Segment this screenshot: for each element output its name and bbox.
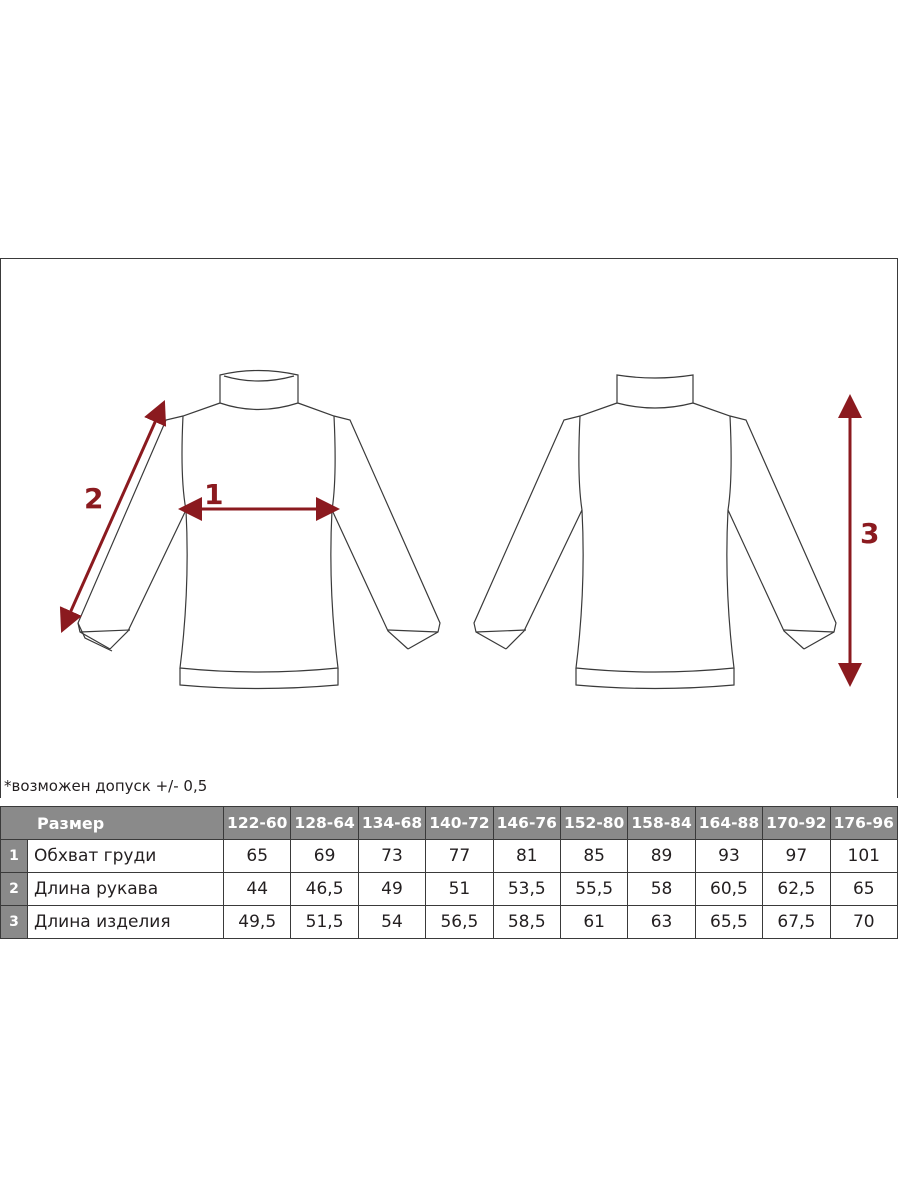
row-label: Обхват груди <box>26 839 225 873</box>
size-column-header: 176-96 <box>829 806 899 840</box>
size-column-header: 128-64 <box>290 806 359 840</box>
table-cell: 62,5 <box>762 872 831 906</box>
table-cell: 61 <box>559 905 629 939</box>
table-cell: 73 <box>357 839 427 873</box>
table-cell: 65 <box>223 839 292 873</box>
size-column-header: 170-92 <box>762 806 831 840</box>
illustration-frame <box>0 258 898 798</box>
table-cell: 93 <box>694 839 764 873</box>
size-column-header: 158-84 <box>627 806 696 840</box>
table-cell: 51 <box>425 872 494 906</box>
size-column-header: 152-80 <box>559 806 629 840</box>
table-cell: 53,5 <box>492 872 561 906</box>
table-cell: 60,5 <box>694 872 764 906</box>
table-cell: 49 <box>357 872 427 906</box>
table-cell: 44 <box>223 872 292 906</box>
table-cell: 49,5 <box>223 905 292 939</box>
chest-label: 1 <box>204 478 223 511</box>
row-label: Длина рукава <box>26 872 225 906</box>
back-view-garment <box>473 374 837 690</box>
table-cell: 63 <box>627 905 696 939</box>
table-cell: 54 <box>357 905 427 939</box>
table-cell: 85 <box>559 839 629 873</box>
size-column-header: 134-68 <box>357 806 427 840</box>
size-column-header: 146-76 <box>492 806 561 840</box>
table-cell: 89 <box>627 839 696 873</box>
table-cell: 58 <box>627 872 696 906</box>
table-row: 2 Длина рукава 44 46,5 49 51 53,5 55,5 5… <box>0 872 899 906</box>
table-cell: 55,5 <box>559 872 629 906</box>
table-row: 3 Длина изделия 49,5 51,5 54 56,5 58,5 6… <box>0 905 899 939</box>
table-cell: 56,5 <box>425 905 494 939</box>
table-cell: 69 <box>290 839 359 873</box>
table-cell: 67,5 <box>762 905 831 939</box>
row-number: 2 <box>0 872 28 906</box>
table-cell: 77 <box>425 839 494 873</box>
garment-illustration: 1 2 3 <box>59 369 879 690</box>
tolerance-note: *возможен допуск +/- 0,5 <box>4 777 208 795</box>
size-column-header: 140-72 <box>425 806 494 840</box>
row-label: Длина изделия <box>26 905 225 939</box>
table-cell: 70 <box>829 905 899 939</box>
front-view-garment <box>77 369 441 690</box>
table-cell: 65 <box>829 872 899 906</box>
table-row: 1 Обхват груди 65 69 73 77 81 85 89 93 9… <box>0 839 899 873</box>
row-number: 1 <box>0 839 28 873</box>
table-cell: 101 <box>829 839 899 873</box>
size-table: Размер 122-60 128-64 134-68 140-72 146-7… <box>0 806 899 939</box>
sleeve-arrow <box>59 400 167 633</box>
size-column-header: 122-60 <box>223 806 292 840</box>
sleeve-label: 2 <box>84 482 103 515</box>
table-cell: 65,5 <box>694 905 764 939</box>
length-label: 3 <box>860 517 879 550</box>
table-cell: 81 <box>492 839 561 873</box>
table-cell: 46,5 <box>290 872 359 906</box>
table-cell: 97 <box>762 839 831 873</box>
table-cell: 51,5 <box>290 905 359 939</box>
table-cell: 58,5 <box>492 905 561 939</box>
table-header-row: Размер 122-60 128-64 134-68 140-72 146-7… <box>0 806 899 840</box>
row-number: 3 <box>0 905 28 939</box>
size-header-label: Размер <box>0 806 225 840</box>
size-column-header: 164-88 <box>694 806 764 840</box>
